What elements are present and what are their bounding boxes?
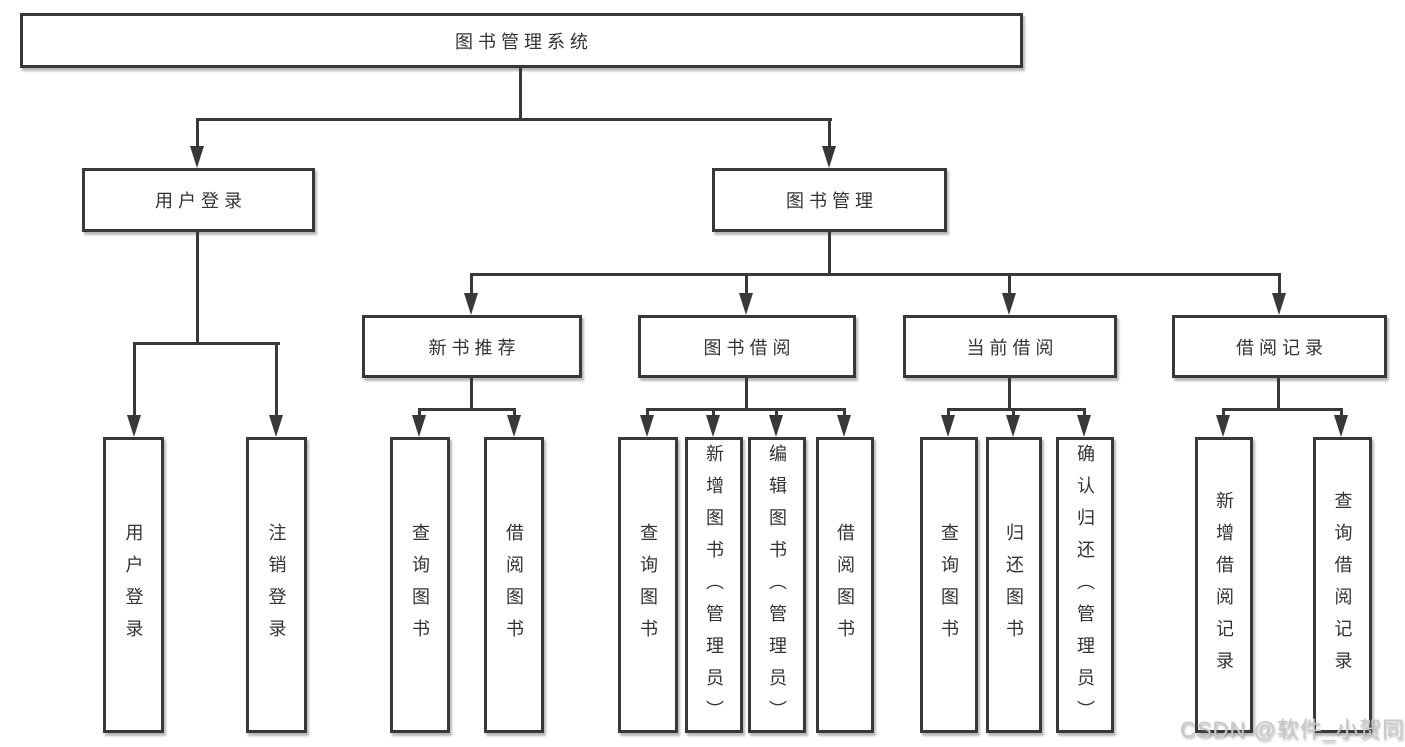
leaf-query-books-borrowing: 查询图书: [618, 437, 678, 733]
leaf-label: 查询图书: [638, 523, 658, 651]
leaf-label: 新增图书（管理员）: [704, 444, 724, 732]
leaf-label: 借阅图书: [504, 523, 524, 651]
connector-line: [418, 408, 516, 411]
connector-line: [828, 232, 831, 276]
arrow-down-icon: [769, 415, 783, 437]
connector-line: [1012, 408, 1015, 418]
leaf-label: 注销登录: [266, 523, 287, 651]
leaf-query-books-recommend: 查询图书: [390, 437, 450, 733]
connector-line: [418, 408, 421, 418]
connector-line: [646, 408, 649, 418]
connector-line: [196, 232, 199, 345]
connector-line: [1222, 408, 1225, 418]
leaf-logout: 注销登录: [246, 437, 307, 733]
connector-line: [1222, 408, 1343, 411]
node-label: 图书借阅: [703, 337, 796, 358]
node-current-borrowing: 当前借阅: [903, 315, 1117, 378]
leaf-label: 查询借阅记录: [1332, 491, 1353, 683]
connector-line: [470, 273, 473, 295]
leaf-label: 借阅图书: [835, 523, 855, 651]
arrow-down-icon: [1006, 415, 1020, 437]
arrow-down-icon: [269, 415, 283, 437]
leaf-label: 编辑图书（管理员）: [767, 444, 787, 732]
arrow-down-icon: [464, 293, 478, 315]
arrow-down-icon: [1216, 415, 1230, 437]
leaf-user-login: 用户登录: [103, 437, 164, 733]
node-borrowing-records: 借阅记录: [1172, 315, 1387, 378]
leaf-label: 确认归还（管理员）: [1075, 444, 1095, 732]
leaf-add-book-admin: 新增图书（管理员）: [685, 437, 743, 733]
node-library-management-system: 图书管理系统: [20, 13, 1023, 68]
connector-line: [947, 408, 950, 418]
connector-line: [1340, 408, 1343, 418]
connector-line: [745, 273, 748, 295]
connector-line: [133, 342, 136, 417]
connector-line: [646, 408, 846, 411]
connector-line: [519, 68, 522, 121]
arrow-down-icon: [739, 293, 753, 315]
connector-line: [470, 273, 1281, 276]
leaf-label: 查询图书: [410, 523, 430, 651]
connector-line: [947, 408, 1086, 411]
node-user-login: 用户登录: [82, 168, 315, 232]
leaf-edit-book-admin: 编辑图书（管理员）: [748, 437, 806, 733]
connector-line: [1278, 273, 1281, 295]
leaf-return-book: 归还图书: [986, 437, 1042, 733]
arrow-down-icon: [507, 415, 521, 437]
leaf-confirm-return-admin: 确认归还（管理员）: [1056, 437, 1114, 733]
node-book-management: 图书管理: [712, 168, 947, 232]
leaf-label: 用户登录: [123, 523, 144, 651]
connector-line: [1008, 273, 1011, 295]
connector-line: [828, 118, 831, 148]
node-label: 新书推荐: [428, 337, 521, 358]
connector-line: [843, 408, 846, 418]
node-book-borrowing: 图书借阅: [638, 315, 856, 378]
connector-line: [1083, 408, 1086, 418]
arrow-down-icon: [640, 415, 654, 437]
leaf-query-books-current: 查询图书: [920, 437, 978, 733]
leaf-borrow-books-recommend: 借阅图书: [484, 437, 544, 733]
connector-line: [470, 378, 473, 411]
arrow-down-icon: [127, 415, 141, 437]
connector-line: [196, 118, 199, 148]
connector-line: [133, 342, 280, 345]
arrow-down-icon: [822, 146, 836, 168]
arrow-down-icon: [412, 415, 426, 437]
node-label: 图书管理系统: [455, 31, 593, 52]
arrow-down-icon: [706, 415, 720, 437]
arrow-down-icon: [190, 146, 204, 168]
connector-line: [513, 408, 516, 418]
connector-line: [1277, 378, 1280, 411]
node-label: 当前借阅: [966, 337, 1059, 358]
arrow-down-icon: [941, 415, 955, 437]
connector-line: [196, 118, 832, 121]
connector-line: [1008, 378, 1011, 411]
leaf-add-borrow-record: 新增借阅记录: [1195, 437, 1253, 733]
leaf-label: 新增借阅记录: [1214, 491, 1234, 683]
leaf-query-borrow-record: 查询借阅记录: [1313, 437, 1372, 733]
node-label: 图书管理: [786, 191, 878, 211]
csdn-watermark: CSDN @软件_小贺同学: [1180, 717, 1405, 742]
node-label: 用户登录: [155, 191, 247, 211]
leaf-label: 查询图书: [939, 523, 959, 651]
connector-line: [275, 342, 278, 417]
node-label: 借阅记录: [1236, 337, 1328, 358]
connector-line: [712, 408, 715, 418]
arrow-down-icon: [837, 415, 851, 437]
arrow-down-icon: [1334, 415, 1348, 437]
node-new-book-recommendation: 新书推荐: [362, 315, 582, 378]
arrow-down-icon: [1077, 415, 1091, 437]
arrow-down-icon: [1272, 293, 1286, 315]
arrow-down-icon: [1002, 293, 1016, 315]
connector-line: [775, 408, 778, 418]
leaf-label: 归还图书: [1004, 523, 1024, 651]
leaf-borrow-books-borrowing: 借阅图书: [816, 437, 874, 733]
connector-line: [745, 378, 748, 411]
